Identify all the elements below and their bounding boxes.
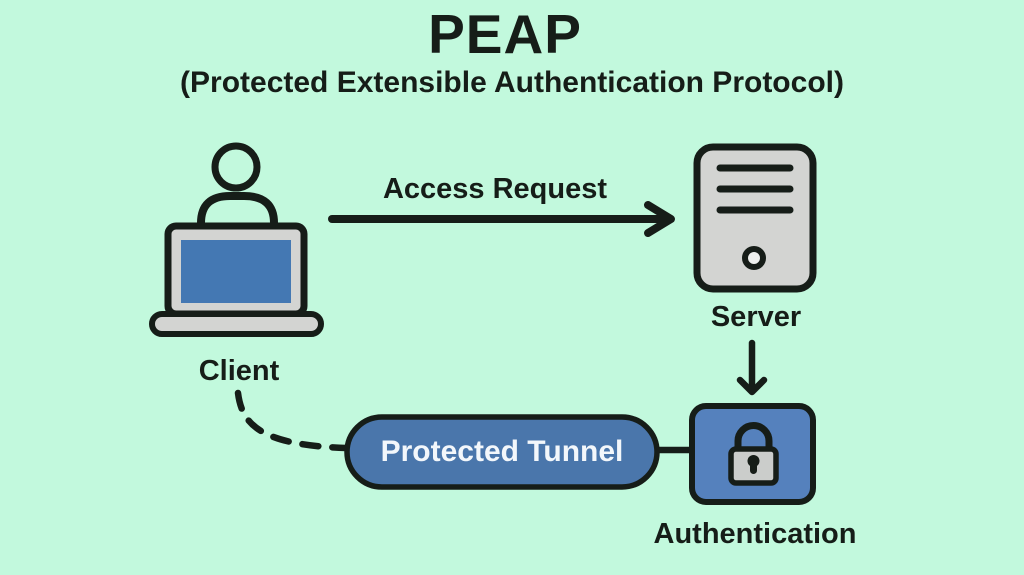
arrow-down-icon bbox=[736, 339, 768, 396]
dashed-curve-connector bbox=[234, 389, 350, 452]
access-request-arrow-icon bbox=[328, 201, 675, 237]
server-label: Server bbox=[710, 301, 802, 333]
laptop-icon bbox=[149, 222, 324, 337]
protected-tunnel-label: Protected Tunnel bbox=[380, 435, 624, 468]
diagram-subtitle: (Protected Extensible Authentication Pro… bbox=[180, 66, 844, 99]
access-request-label: Access Request bbox=[382, 173, 608, 205]
authentication-label: Authentication bbox=[653, 518, 857, 550]
padlock-icon bbox=[728, 422, 779, 486]
diagram-title: PEAP bbox=[428, 3, 582, 65]
client-label: Client bbox=[198, 355, 280, 387]
user-icon bbox=[197, 142, 278, 236]
server-icon bbox=[693, 143, 817, 293]
